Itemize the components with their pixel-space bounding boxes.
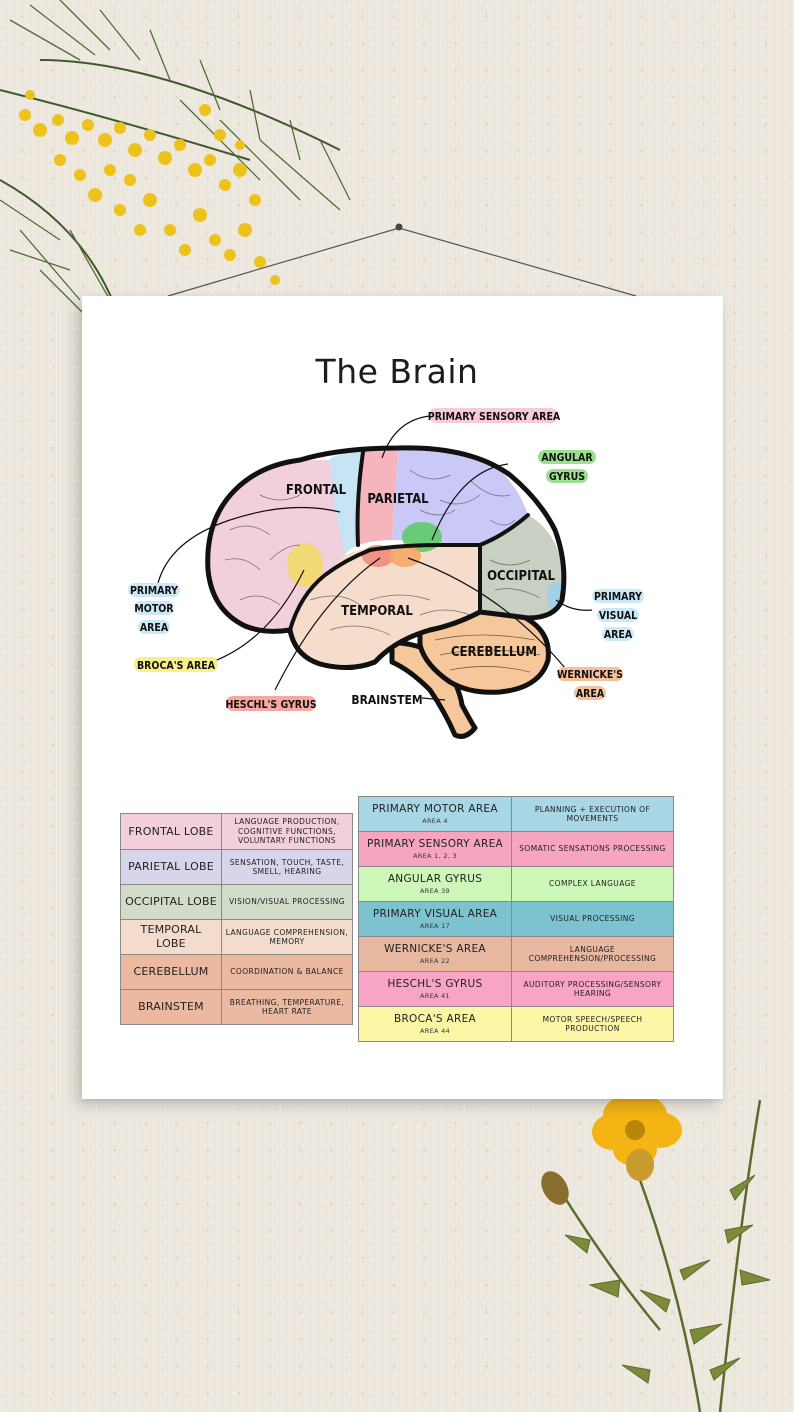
brain-diagram: FRONTAL PARIETAL OCCIPITAL TEMPORAL CERE… [128, 408, 644, 739]
callout-angular-2: GYRUS [549, 471, 585, 483]
callout-wernicke-2: AREA [576, 688, 605, 700]
brodmann-area: AREA 4 [422, 816, 448, 825]
lobe-name: FRONTAL LOBE [120, 813, 222, 850]
callout-angular-1: ANGULAR [541, 452, 593, 464]
callout-heschl: HESCHL'S GYRUS [225, 699, 316, 711]
callout-visual-2: VISUAL [599, 610, 637, 622]
callout-visual-3: AREA [604, 629, 633, 641]
area-function: MOTOR SPEECH/SPEECH PRODUCTION [511, 1006, 674, 1042]
temporal-region [290, 545, 480, 666]
lobe-function: LANGUAGE COMPREHENSION, MEMORY [221, 919, 353, 955]
lobe-name: OCCIPITAL LOBE [120, 884, 222, 920]
brodmann-area: AREA 1, 2, 3 [413, 851, 457, 860]
occipital-region [480, 515, 563, 616]
area-function: LANGUAGE COMPREHENSION/PROCESSING [511, 936, 674, 972]
label-occipital: OCCIPITAL [487, 569, 555, 584]
callout-wernicke-1: WERNICKE'S [557, 669, 623, 681]
cerebrum-outline [205, 445, 567, 670]
primary-motor-region [330, 452, 363, 555]
label-cerebellum: CEREBELLUM [451, 645, 537, 660]
wernickes-area-spot [389, 545, 421, 567]
area-function: SOMATIC SENSATIONS PROCESSING [511, 831, 674, 867]
lobe-name: BRAINSTEM [120, 989, 222, 1025]
area-function: PLANNING + EXECUTION OF MOVEMENTS [511, 796, 674, 832]
parietal-region [392, 449, 528, 545]
label-frontal: FRONTAL [286, 483, 347, 498]
brocas-area-spot [287, 543, 323, 587]
brodmann-area: AREA 44 [420, 1026, 450, 1035]
area-function: VISUAL PROCESSING [511, 901, 674, 937]
primary-sensory-region [358, 449, 398, 545]
area-name: PRIMARY SENSORY AREA [366, 838, 504, 851]
brodmann-area: AREA 17 [420, 921, 450, 930]
lobe-name: PARIETAL LOBE [120, 849, 222, 885]
callout-broca: BROCA'S AREA [137, 660, 216, 672]
area-function: AUDITORY PROCESSING/SENSORY HEARING [511, 971, 674, 1007]
label-brainstem: BRAINSTEM [351, 693, 422, 707]
lobe-function: BREATHING, TEMPERATURE, HEART RATE [221, 989, 353, 1025]
callout-motor-3: AREA [140, 622, 169, 634]
lobe-function: COORDINATION & BALANCE [221, 954, 353, 990]
marigold-decoration [541, 1093, 771, 1412]
callout-primary-sensory: PRIMARY SENSORY AREA [428, 411, 561, 423]
area-name: HESCHL'S GYRUS [387, 978, 483, 991]
area-name: PRIMARY VISUAL AREA [372, 908, 498, 921]
label-temporal: TEMPORAL [341, 604, 413, 619]
lobe-name: CEREBELLUM [120, 954, 222, 990]
lobe-function: LANGUAGE PRODUCTION, COGNITIVE FUNCTIONS… [221, 813, 353, 850]
area-function: COMPLEX LANGUAGE [511, 866, 674, 902]
area-name: BROCA'S AREA [393, 1013, 477, 1026]
lobe-name: TEMPORAL LOBE [120, 919, 222, 955]
area-name: WERNICKE'S AREA [384, 943, 486, 956]
area-name: ANGULAR GYRUS [387, 873, 483, 886]
callout-motor-1: PRIMARY [130, 585, 178, 597]
callout-visual-1: PRIMARY [594, 591, 642, 603]
poster-title: The Brain [315, 352, 479, 391]
label-parietal: PARIETAL [367, 492, 429, 507]
area-name: PRIMARY MOTOR AREA [372, 803, 498, 816]
brodmann-area: AREA 39 [420, 886, 450, 895]
lobe-function: SENSATION, TOUCH, TASTE, SMELL, HEARING [221, 849, 353, 885]
brodmann-area: AREA 22 [420, 956, 450, 965]
callout-motor-2: MOTOR [134, 603, 174, 615]
mimosa-decoration [0, 0, 351, 321]
lobe-function: VISION/VISUAL PROCESSING [221, 884, 353, 920]
brodmann-area: AREA 41 [420, 991, 450, 1000]
hanger-string [167, 223, 637, 297]
